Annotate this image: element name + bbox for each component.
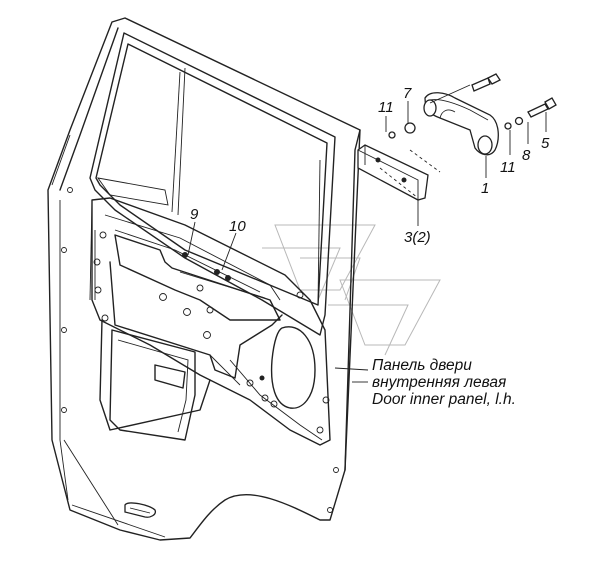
inner-panel [89,197,331,446]
callout-1: 1 [481,180,489,197]
door-outer-shell [47,17,361,541]
callout-11-left: 11 [378,99,394,116]
fasteners [379,73,557,199]
callout-labels: 11 7 5 8 11 1 3(2) 9 10 [190,85,550,246]
side-marker-slot [124,502,156,518]
callout-7: 7 [403,85,412,102]
callout-9: 9 [190,206,199,223]
caption-line-en: Door inner panel, l.h. [372,391,516,408]
callout-5: 5 [541,135,550,152]
window-frame [89,32,336,336]
callout-3: 3(2) [404,229,431,246]
handle-bracket-plate [357,144,429,201]
callout-leaders [187,101,547,383]
grab-handle [423,92,499,156]
caption-line-ru-1: Панель двери [372,357,472,374]
callout-10: 10 [229,218,246,235]
caption-line-ru-2: внутренняя левая [372,374,506,391]
callout-11-right: 11 [500,159,516,176]
part-caption: Панель двери внутренняя левая Door inner… [372,357,516,408]
callout-8: 8 [522,147,531,164]
panel-holes [61,187,339,513]
